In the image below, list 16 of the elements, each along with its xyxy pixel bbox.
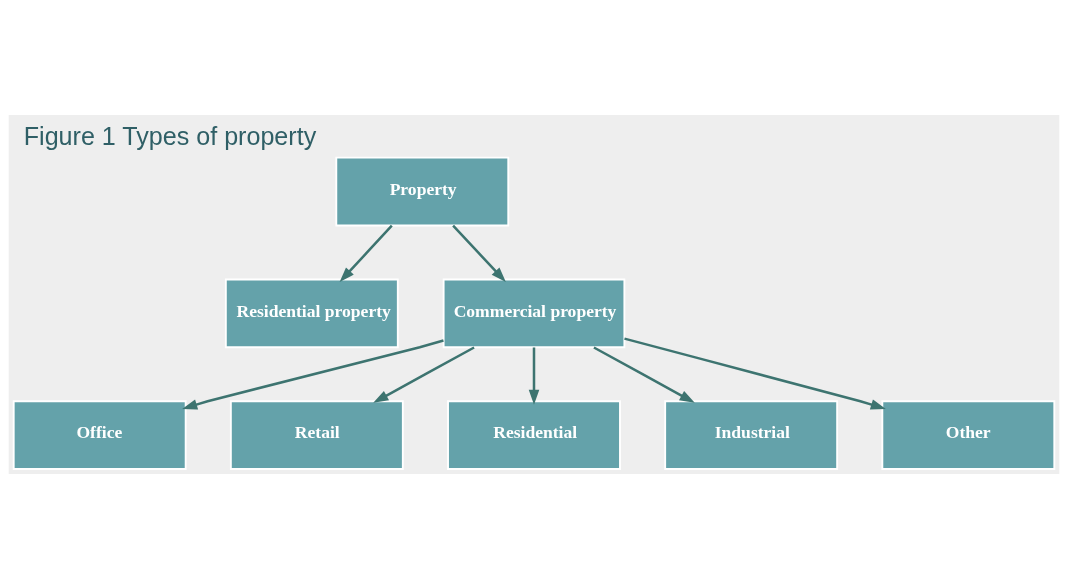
node-box: Retail (229, 399, 404, 470)
arrow (624, 336, 886, 410)
node-box: Office (12, 399, 187, 470)
node-box: Residential (447, 399, 621, 470)
node-box: Property (335, 156, 510, 226)
arrow (593, 345, 695, 403)
arrow (373, 345, 475, 403)
arrow (339, 224, 393, 282)
arrow (452, 224, 506, 282)
arrow (528, 347, 540, 405)
diagram-title: Figure 1 Types of property (23, 121, 317, 150)
node-box: Residential property (224, 278, 399, 348)
arrow (182, 338, 444, 410)
node-box: Commercial property (442, 278, 626, 348)
node-box: Other (881, 399, 1056, 470)
node-box: Industrial (664, 399, 839, 470)
